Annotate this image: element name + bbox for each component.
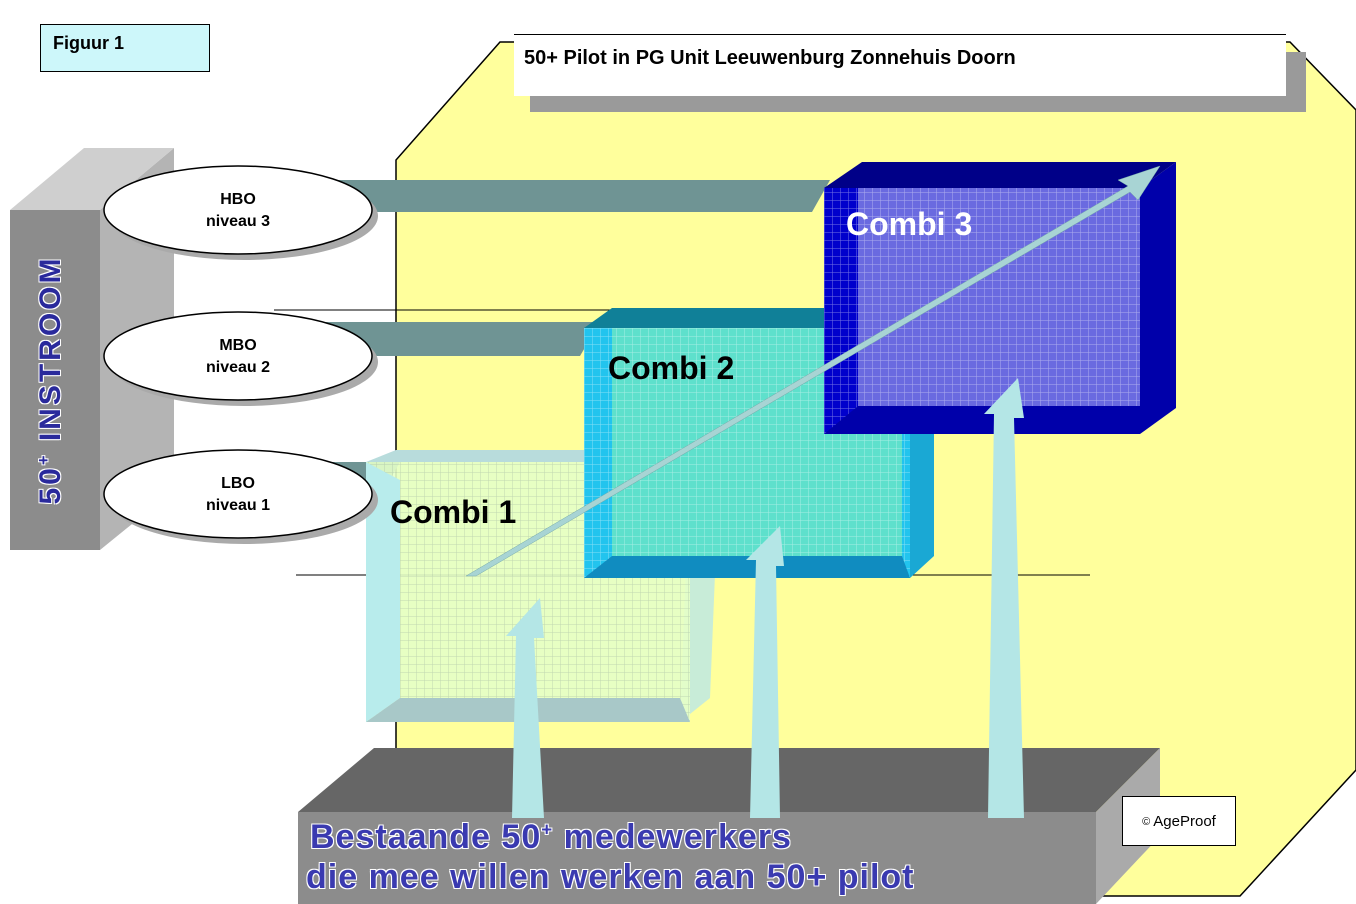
bottom-text-line-2: die mee willen werken aan 50+ pilot (306, 858, 915, 897)
bottom-text-line-1: Bestaande 50+ medewerkers (310, 818, 792, 857)
copyright-box: ©AgeProof (1122, 796, 1236, 846)
mbo-label: MBO niveau 2 (158, 335, 318, 379)
hbo-label: HBO niveau 3 (158, 189, 318, 233)
platform-top (298, 748, 1160, 812)
mbo-level-name: MBO (158, 335, 318, 357)
hbo-level-name: HBO (158, 189, 318, 211)
instroom-label: 50+ INSTROOM (24, 232, 64, 528)
diagram-title: 50+ Pilot in PG Unit Leeuwenburg Zonnehu… (514, 34, 1286, 96)
copyright-text: AgeProof (1153, 813, 1216, 830)
mbo-level-number: niveau 2 (158, 357, 318, 379)
combi-3-box (824, 162, 1176, 434)
figure-label: Figuur 1 (40, 24, 210, 72)
combi-1-label: Combi 1 (390, 494, 516, 531)
lbo-level-number: niveau 1 (158, 495, 318, 517)
hbo-level-number: niveau 3 (158, 211, 318, 233)
connector-hbo (300, 180, 830, 212)
lbo-level-name: LBO (158, 473, 318, 495)
copyright-symbol: © (1142, 816, 1150, 828)
combi-3-label: Combi 3 (846, 206, 972, 243)
lbo-label: LBO niveau 1 (158, 473, 318, 517)
combi-2-label: Combi 2 (608, 350, 734, 387)
